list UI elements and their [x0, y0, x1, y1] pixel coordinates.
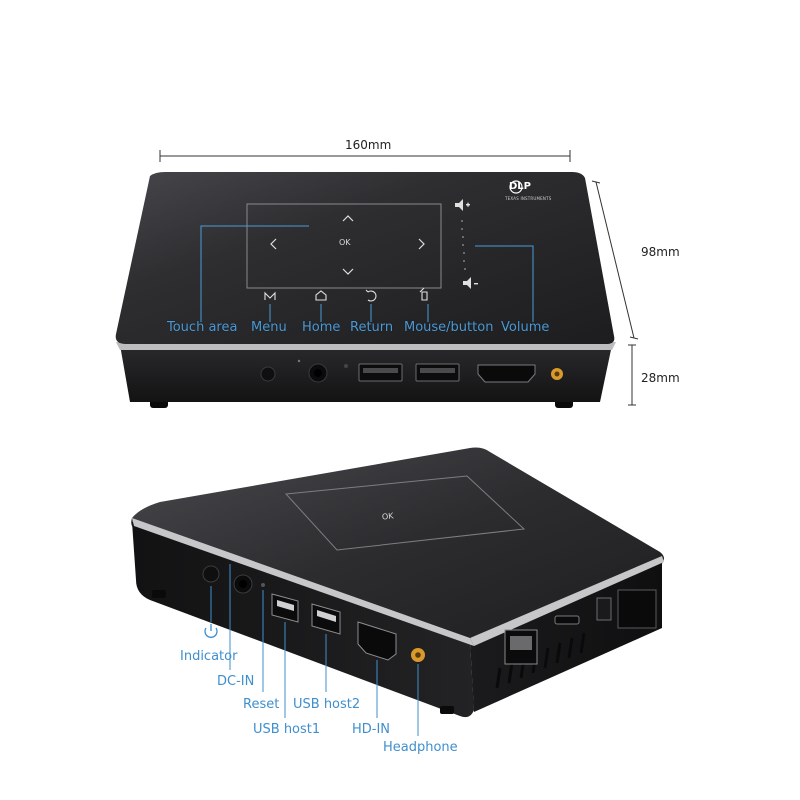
hd-in — [357, 621, 397, 661]
power-button — [260, 366, 276, 382]
volume-icon — [455, 199, 478, 289]
callout-hd-in: HD-IN — [352, 722, 391, 737]
return-icon — [365, 289, 377, 302]
indicator-button — [202, 565, 220, 583]
callout-mouse-button: Mouse/button — [404, 320, 494, 335]
bottom-device — [131, 447, 665, 736]
width-label: 160mm — [345, 138, 392, 152]
callout-usb-host1: USB host1 — [253, 722, 321, 737]
hdmi-port — [477, 364, 536, 383]
callout-headphone: Headphone — [383, 740, 458, 755]
callout-home: Home — [302, 320, 341, 335]
dlp-logo-subtext: TEXAS INSTRUMENTS — [505, 196, 552, 201]
mouse-icon — [419, 287, 428, 301]
power-icon — [204, 624, 218, 638]
dimension-lines — [159, 150, 639, 406]
callout-menu: Menu — [251, 320, 287, 335]
callout-usb-host2: USB host2 — [293, 697, 361, 712]
dlp-logo-text: DLP — [509, 181, 532, 192]
height-label: 28mm — [641, 371, 680, 385]
callout-dc-in: DC-IN — [217, 674, 255, 689]
callout-volume: Volume — [501, 320, 550, 335]
ok-key-label-side: OK — [381, 511, 394, 522]
callout-indicator: Indicator — [180, 649, 238, 664]
callout-reset: Reset — [243, 697, 280, 712]
menu-icon — [264, 291, 276, 300]
callout-touch-area: Touch area — [167, 320, 238, 335]
top-device — [115, 172, 616, 408]
callout-return: Return — [350, 320, 394, 335]
depth-label: 98mm — [641, 245, 680, 259]
home-icon — [315, 290, 327, 301]
ok-key-label: OK — [339, 238, 351, 247]
